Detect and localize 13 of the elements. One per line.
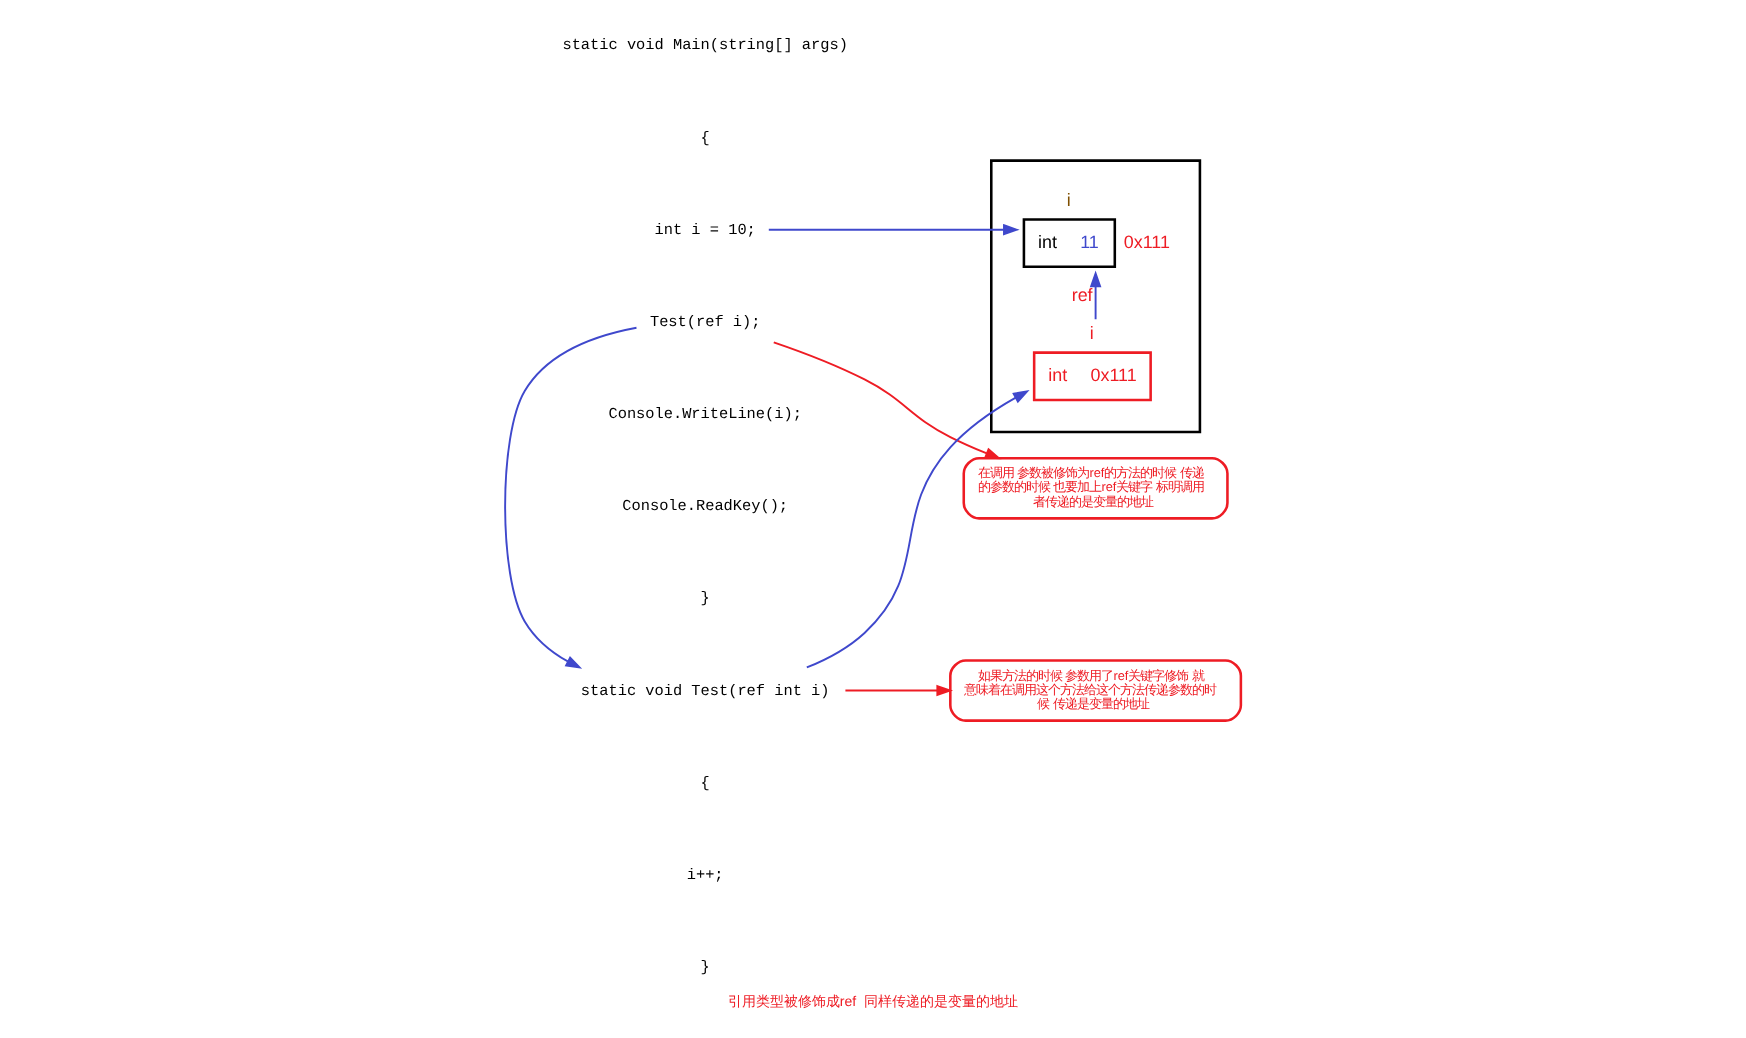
arrow [1089, 270, 1102, 321]
node-box: int 11 [1022, 218, 1117, 269]
arrow [504, 326, 638, 669]
node-label: i [1089, 322, 1094, 343]
arrow [772, 341, 1002, 460]
arrow [844, 684, 954, 697]
node-label: i [1066, 189, 1071, 210]
arrow [805, 390, 1030, 669]
arrow [767, 223, 1020, 236]
node-label: 0x111 [1123, 231, 1170, 252]
cluster [990, 159, 1202, 434]
edge-label: ref [1071, 285, 1093, 306]
node-box: int 0x111 [1032, 351, 1152, 402]
